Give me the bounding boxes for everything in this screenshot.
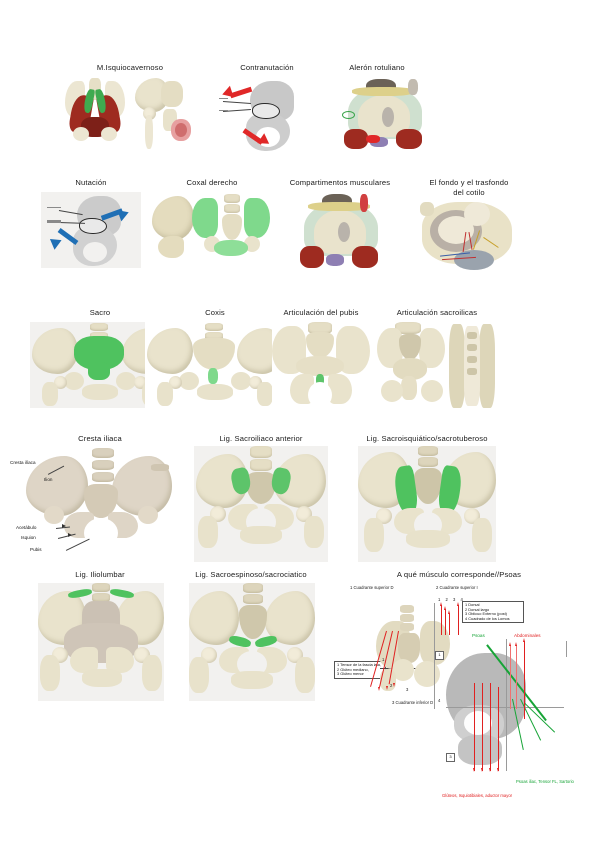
legend-left-item-2: 2 Glúteo mediano, (337, 666, 369, 672)
figure-musculo-psoas: 1 Cuadrante superior D 2 Cuadrante super… (334, 583, 584, 818)
vector-number-2-left: 2 (390, 683, 393, 688)
legend-left-item-3: 3 Glúteo menor (337, 671, 364, 677)
panel-aleron-rotuliano: Alerón rotuliano (322, 63, 432, 168)
panel-fondo-trasfondo-cotilo: El fondo y el trasfondo del cotilo (404, 178, 534, 288)
label-cuadrante-inferior-d: 3 Cuadrante inferior D (392, 700, 434, 705)
figure-fondo-trasfondo-cotilo (420, 202, 516, 270)
figure-isquiocavernoso-anterior (63, 77, 127, 143)
figure-lig-sacroisquiatico-sacrotuberoso (358, 446, 496, 562)
figure-coxis (145, 322, 285, 408)
quadrant-box-3: 3 (446, 753, 455, 762)
label-pubis: Pubis (30, 547, 42, 552)
label-cresta-iliaca: Cresta ilíaca (10, 460, 36, 465)
panel-title: Coxis (205, 308, 225, 317)
legend-right-item-3: 3 Oblicuo Externo (post) (465, 611, 507, 617)
label-bottom-red: Glúteos, Isquiotibiales, aductor mayor (442, 793, 513, 798)
panel-lig-iliolumbar: Lig. Iliolumbar (30, 570, 170, 702)
panel-lig-sacroisquiatico-sacrotuberoso: Lig. Sacroisquiático/sacrotuberoso (336, 434, 518, 564)
panel-lig-sacroespinoso-sacrociatico: Lig. Sacroespinoso/sacrociatico (175, 570, 327, 702)
panel-title: Sacro (89, 308, 111, 317)
figure-isquiocavernoso-lateral (131, 75, 197, 151)
figure-lig-sacroiliaco-anterior (194, 446, 328, 562)
panel-articulacion-pubis: Articulación del pubis (267, 308, 375, 412)
axis-horizontal-right (446, 707, 564, 708)
panel-contranutacion: Contranutación (212, 63, 322, 168)
panel-articulacion-sacroiliacas: Articulación sacroilicas (377, 308, 497, 412)
quadrant-box-1: 1 (435, 651, 444, 660)
panel-title: Articulación sacroilicas (396, 308, 478, 317)
vector-number-1-left: 1 (382, 657, 385, 662)
label-cuadrante-superior-i: 2 Cuadrante superior I (436, 585, 478, 590)
panel-title: Lig. Sacroespinoso/sacrociatico (195, 570, 307, 579)
figure-compartimentos-musculares (298, 192, 382, 270)
legend-right-item-4: 4 Cuadrado de los Lomos (465, 615, 510, 621)
figure-lig-sacroespinoso-sacrociatico (189, 583, 315, 701)
figure-articulacion-sacroiliacas-b (447, 322, 497, 412)
panel-title: Contranutación (240, 63, 294, 72)
panel-title: El fondo y el trasfondo del cotilo (429, 178, 509, 197)
figure-lig-iliolumbar (38, 583, 164, 701)
panel-title: Alerón rotuliano (349, 63, 405, 72)
axis-vertical-left (434, 603, 435, 709)
legend-left: 1 Tensor de la fascia lata, 2 Glúteo med… (334, 661, 386, 679)
axis-vertical-right (506, 639, 507, 771)
panel-title: Nutación (75, 178, 107, 187)
label-isquion: Isquion (21, 535, 36, 540)
panel-title: Compartimentos musculares (289, 178, 391, 187)
label-vector-numbers: 1 2 3 4 (438, 597, 465, 602)
panel-title: Cresta iliaca (78, 434, 122, 443)
label-psoas: Psoas (472, 633, 485, 638)
panel-coxal-derecho: Coxal derecho (148, 178, 276, 288)
figure-articulacion-sacroiliacas-a (377, 322, 445, 412)
vector-number-3-left: 3 (406, 687, 409, 692)
panel-title: Articulación del pubis (283, 308, 359, 317)
panel-cresta-iliaca: Cresta iliaca Cresta ilíaca Ilion Acetáb… (8, 434, 186, 564)
figure-coxal-derecho (148, 192, 276, 268)
label-acetabulo: Acetábulo (16, 525, 37, 530)
panel-title: A qué músculo corresponde//Psoas (396, 570, 522, 579)
panel-musculo-psoas: A qué músculo corresponde//Psoas 1 Cuadr… (334, 570, 584, 820)
figure-aleron-rotuliano (342, 77, 426, 155)
legend-right: 1 Dorsal 2 Dorsal largo 3 Oblicuo Extern… (462, 601, 524, 624)
legend-right-item-1: 1 Dorsal (465, 602, 480, 607)
quadrant-label-4: 4 (438, 698, 441, 703)
label-ilion: Ilion (44, 477, 53, 482)
figure-contranutacion (216, 77, 316, 155)
figure-cresta-iliaca: Cresta ilíaca Ilion Acetábulo Isquion Pu… (8, 446, 186, 564)
label-abdominales: Abdominales (514, 633, 541, 638)
panel-title: Lig. Sacroisquiático/sacrotuberoso (366, 434, 488, 443)
figure-articulacion-pubis (272, 322, 370, 412)
panel-title: Coxal derecho (186, 178, 238, 187)
panel-title: Lig. Iliolumbar (75, 570, 125, 579)
legend-right-item-2: 2 Dorsal largo (465, 606, 490, 612)
figure-nutacion (41, 192, 141, 268)
label-cuadrante-superior-d: 1 Cuadrante superior D (350, 585, 394, 590)
panel-m-isquiocavernoso: M.Isquiocavernoso (60, 63, 200, 168)
panel-compartimentos-musculares: Compartimentos musculares (276, 178, 404, 288)
panel-coxis: Coxis (145, 308, 285, 408)
panel-lig-sacroiliaco-anterior: Lig. Sacroiliaco anterior (190, 434, 332, 564)
panel-nutacion: Nutación (36, 178, 146, 288)
legend-left-item-1: 1 Tensor de la fascia lata, (337, 662, 382, 667)
label-bottom-green: Psoas iliac, Tensor FL, Sartorio (516, 779, 574, 784)
panel-title: M.Isquiocavernoso (96, 63, 164, 72)
panel-title: Lig. Sacroiliaco anterior (219, 434, 303, 443)
